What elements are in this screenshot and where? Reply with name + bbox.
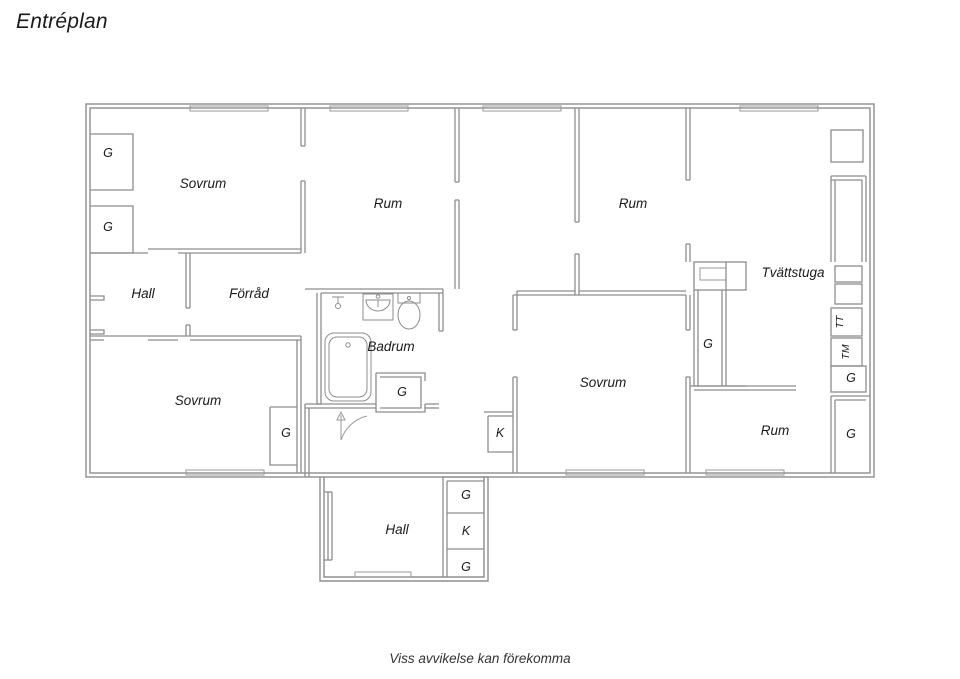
zone-rum-n-center xyxy=(454,108,460,289)
room-label-sovrum-center: Sovrum xyxy=(580,375,627,390)
zone-sovrum-center xyxy=(484,290,691,473)
zone-hall-forrad xyxy=(90,253,301,341)
room-label-hall-w: Hall xyxy=(131,286,155,301)
closet-label-nw-1: G xyxy=(103,146,113,160)
room-labels: Sovrum Hall Förråd Sovrum Rum Badrum Hal… xyxy=(131,176,825,537)
appliance-label-washing-machine: TM xyxy=(840,344,852,359)
closet-label-sw-sovrum: G xyxy=(281,426,291,440)
page-title: Entréplan xyxy=(16,10,108,33)
zone-badrum xyxy=(304,288,444,477)
room-label-forrad: Förråd xyxy=(229,286,269,301)
zone-rum-se xyxy=(690,385,796,391)
closet-label-hall-2: G xyxy=(461,560,471,574)
washbasin-icon xyxy=(362,293,394,321)
door-swing-arc xyxy=(336,410,368,441)
footer-note: Viss avvikelse kan förekomma xyxy=(389,651,571,666)
toilet-icon xyxy=(397,292,421,330)
room-label-rum-n-east: Rum xyxy=(619,196,648,211)
room-label-rum-n-center: Rum xyxy=(374,196,403,211)
appliance-labels: TT TM xyxy=(834,314,852,360)
shower-head-icon xyxy=(332,296,344,309)
cupboard-label-k-center: K xyxy=(496,426,505,440)
bathroom-fixtures xyxy=(324,292,421,441)
room-label-hall-s: Hall xyxy=(385,522,409,537)
closet-label-east-lower: G xyxy=(846,427,856,441)
outer-walls xyxy=(85,103,875,582)
zone-tvattstuga xyxy=(693,129,870,473)
zone-rum-n-east xyxy=(574,108,691,295)
room-label-sovrum-sw: Sovrum xyxy=(175,393,222,408)
room-label-tvattstuga: Tvättstuga xyxy=(761,265,825,280)
bathtub-icon xyxy=(324,332,372,402)
cupboard-label-hall-k: K xyxy=(462,524,471,538)
closet-label-nw-2: G xyxy=(103,220,113,234)
room-label-badrum: Badrum xyxy=(367,339,414,354)
closet-labels: G G G G K G G G G K G xyxy=(103,146,856,574)
appliance-label-tumble-dryer: TT xyxy=(834,314,846,328)
closet-label-tvatt-west: G xyxy=(703,337,713,351)
closet-label-hall-1: G xyxy=(461,488,471,502)
room-label-sovrum-nw: Sovrum xyxy=(180,176,227,191)
room-label-rum-se: Rum xyxy=(761,423,790,438)
closet-label-east-upper: G xyxy=(846,371,856,385)
windows-top xyxy=(189,105,819,112)
zone-sovrum-sw xyxy=(269,336,302,473)
closet-label-badrum: G xyxy=(397,385,407,399)
zone-hall-south xyxy=(324,476,488,577)
windows-bottom xyxy=(185,469,785,578)
zone-sovrum-nw xyxy=(90,108,306,254)
